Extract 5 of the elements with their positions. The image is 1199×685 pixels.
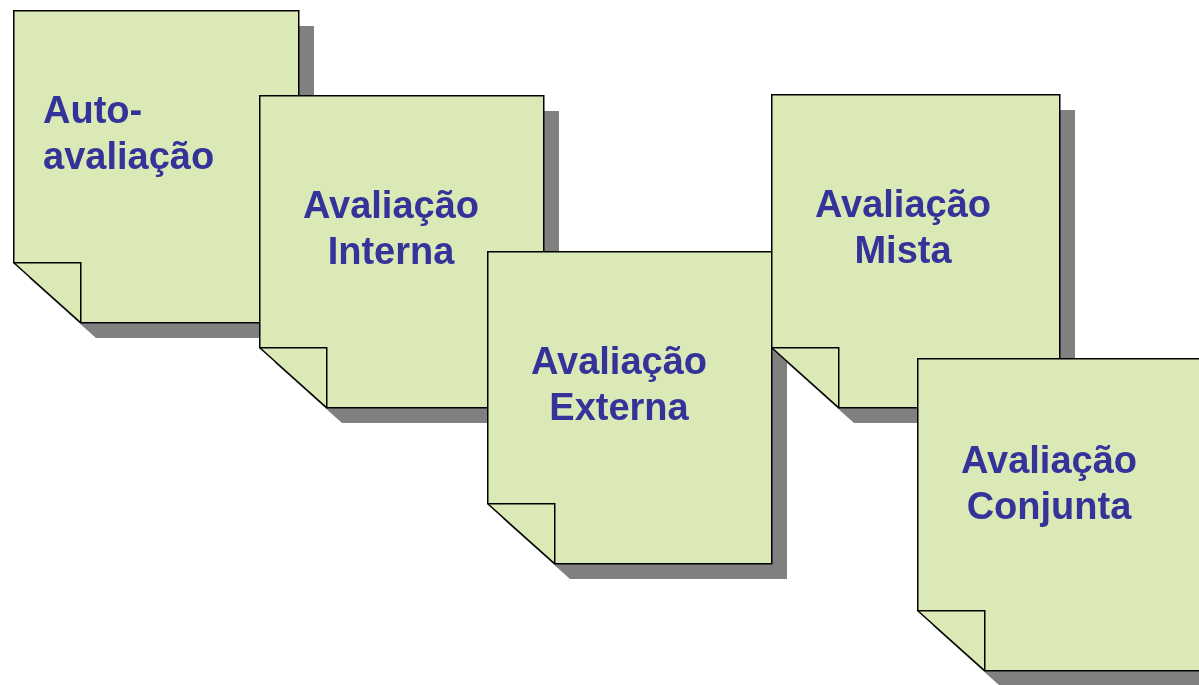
note-label: Avaliação Externa (530, 339, 708, 430)
note-label: Auto- avaliação (43, 88, 216, 179)
note-label: Avaliação Interna (302, 183, 480, 274)
note-label: Avaliação Conjunta (960, 438, 1138, 529)
note-label: Avaliação Mista (814, 182, 992, 273)
